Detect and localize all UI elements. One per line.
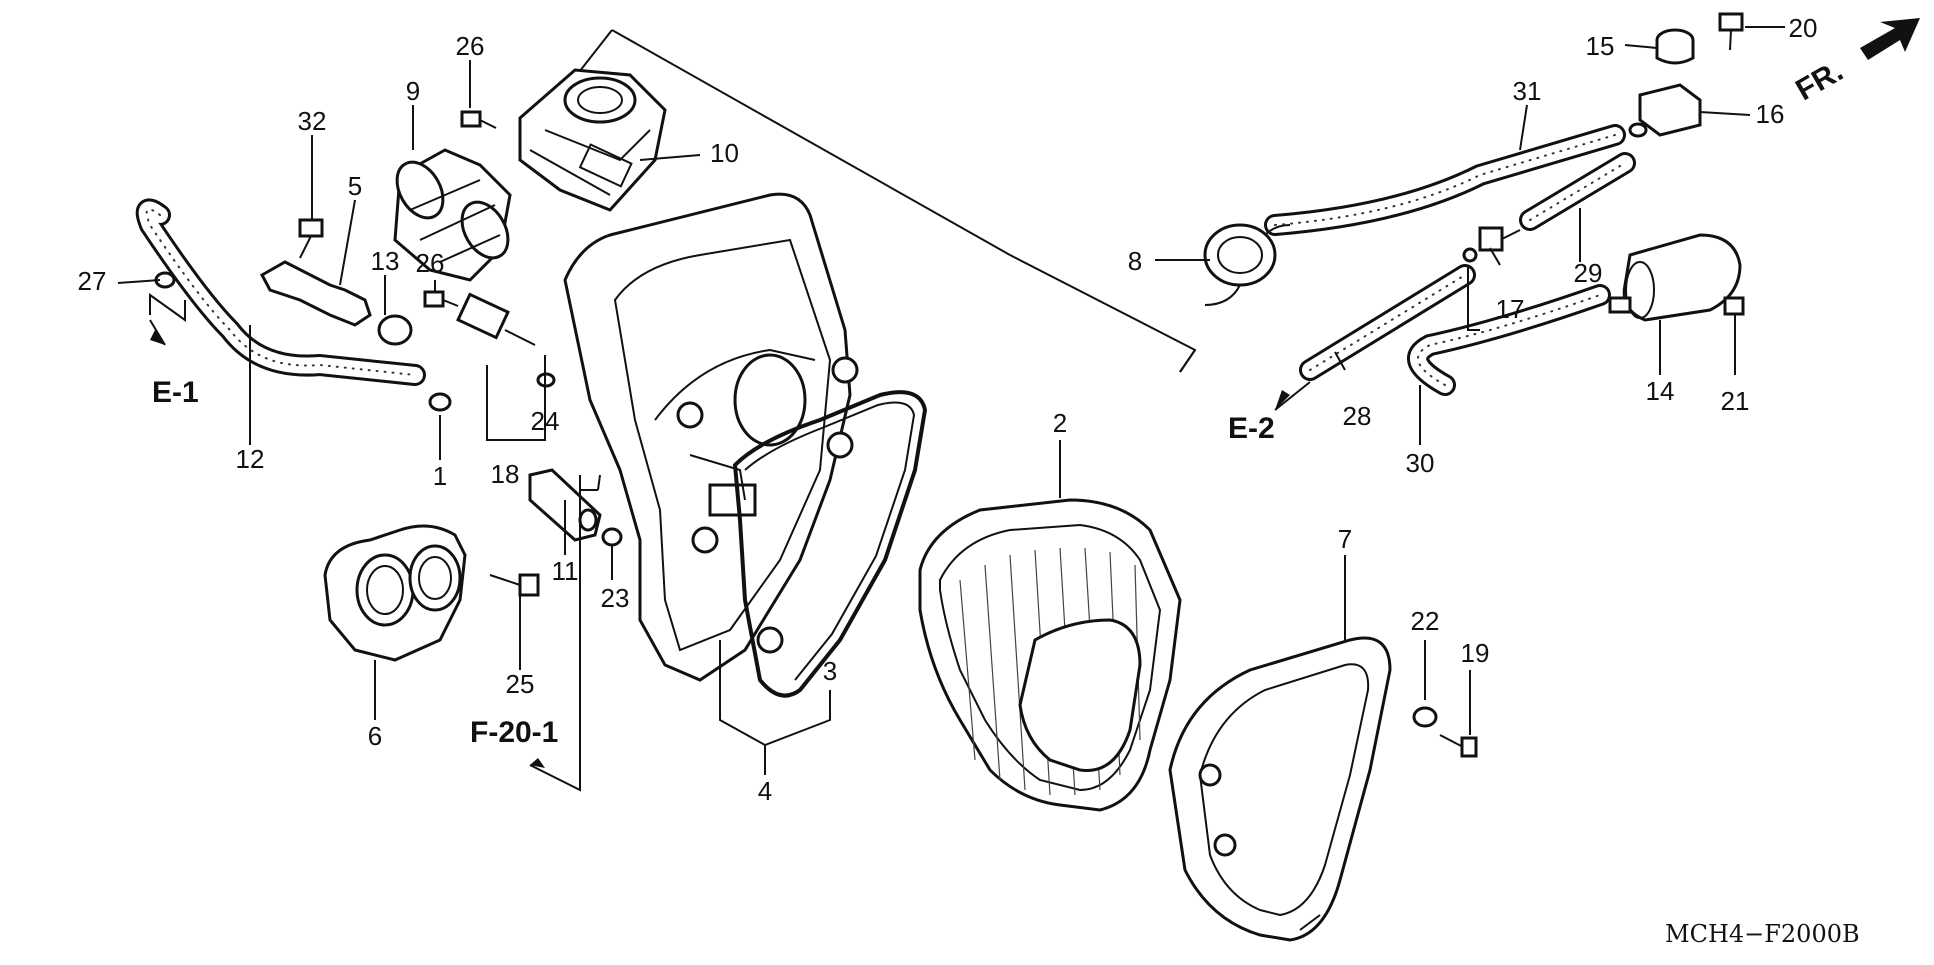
- bolt-20: [1718, 12, 1744, 51]
- label-21: 21: [1721, 386, 1750, 416]
- joint-17: [1462, 226, 1521, 263]
- label-12: 12: [236, 444, 265, 474]
- label-4: 4: [758, 776, 772, 806]
- leader-lines: [117, 26, 1785, 792]
- ref-e2: E-2: [1228, 412, 1275, 445]
- label-29: 29: [1574, 258, 1603, 288]
- bolt-32: [298, 218, 324, 259]
- sensor-18: [456, 292, 536, 346]
- label-1: 1: [433, 461, 447, 491]
- front-arrow: [1860, 18, 1920, 60]
- ref-f20-1: F-20-1: [470, 716, 558, 749]
- clip-21: [1723, 296, 1745, 316]
- label-11: 11: [552, 556, 579, 586]
- label-10: 10: [710, 138, 739, 168]
- air-cleaner-cover-part: [1168, 636, 1392, 942]
- label-13: 13: [371, 246, 400, 276]
- label-24: 24: [531, 406, 560, 436]
- hose-31: [1264, 124, 1626, 236]
- label-17: 17: [1496, 294, 1525, 324]
- intake-manifold-part: [323, 524, 467, 662]
- label-28: 28: [1343, 401, 1372, 431]
- grommet-13: [377, 314, 413, 346]
- vacuum-chamber-part: [1203, 223, 1291, 306]
- breather-hose-12: [135, 198, 426, 386]
- label-26-mid: 26: [416, 248, 445, 278]
- label-6: 6: [368, 721, 382, 751]
- label-3: 3: [823, 656, 837, 686]
- label-23: 23: [601, 583, 630, 613]
- gasket-part: [732, 390, 928, 698]
- hose-28: [1299, 264, 1476, 381]
- air-cleaner-case-part: [563, 192, 859, 682]
- bracket-part: [259, 260, 372, 327]
- joint-rubber-part: [393, 148, 512, 282]
- label-8: 8: [1128, 246, 1142, 276]
- label-31: 31: [1513, 76, 1542, 106]
- clip-1: [428, 392, 452, 412]
- ref-e1: E-1: [152, 376, 199, 409]
- bolt-25: [489, 573, 540, 597]
- intake-duct-part: [518, 68, 667, 212]
- label-5: 5: [348, 171, 362, 201]
- label-15: 15: [1586, 31, 1615, 61]
- cap-15: [1655, 28, 1695, 65]
- valve-16: [1628, 83, 1702, 138]
- label-32: 32: [298, 106, 327, 136]
- bolt-26a: [460, 110, 497, 129]
- air-filter-element-part: [918, 498, 1182, 812]
- label-14: 14: [1646, 376, 1675, 406]
- hose-30: [1407, 284, 1611, 396]
- label-19: 19: [1461, 638, 1490, 668]
- hose-29: [1519, 152, 1636, 231]
- label-18: 18: [491, 459, 520, 489]
- label-20: 20: [1789, 13, 1818, 43]
- label-2: 2: [1053, 408, 1067, 438]
- label-22: 22: [1411, 606, 1440, 636]
- clip-23: [601, 527, 623, 547]
- label-30: 30: [1406, 448, 1435, 478]
- label-9: 9: [406, 76, 420, 106]
- label-25: 25: [506, 669, 535, 699]
- bolt-26b: [423, 290, 459, 308]
- nut-22: [1412, 706, 1438, 728]
- front-label: FR.: [1790, 54, 1848, 107]
- label-7: 7: [1338, 524, 1352, 554]
- drawing-code: MCH4−F2000B: [1665, 920, 1860, 948]
- bolt-19: [1439, 734, 1478, 758]
- label-16: 16: [1756, 99, 1785, 129]
- label-26-top: 26: [456, 31, 485, 61]
- label-27: 27: [78, 266, 107, 296]
- fuel-filter-part: [1608, 233, 1742, 322]
